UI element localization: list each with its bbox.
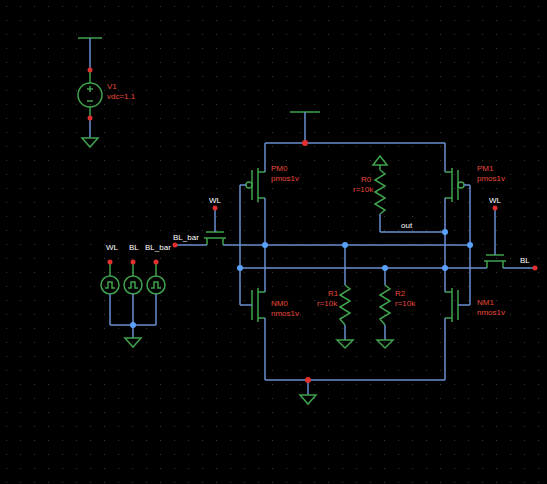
instance-name: R0 [360, 175, 372, 184]
instance-name: R2 [394, 289, 406, 298]
dc-source [78, 38, 102, 147]
pin-name: BL_bar [144, 243, 172, 252]
instance-name: PM0 [270, 164, 288, 173]
instance-name: V1 [106, 82, 118, 91]
net-name: out [400, 221, 413, 230]
pin-name: BL [519, 256, 531, 265]
instance-name: NM1 [476, 298, 495, 307]
parameter-label: vdc=1.1 [106, 92, 136, 101]
parameter-label: r=10k [316, 299, 338, 308]
instance-name: R1 [327, 289, 339, 298]
pin-name: WL [208, 196, 222, 205]
pin-name: WL [105, 243, 119, 252]
resistor-symbols [337, 156, 448, 348]
model-name: nmos1v [476, 308, 506, 317]
parameter-label: r=10k [394, 299, 416, 308]
pin-name: BL_bar [172, 233, 200, 242]
pin-name: BL [128, 243, 140, 252]
model-name: nmos1v [270, 309, 300, 318]
parameter-label: r=10k [352, 185, 374, 194]
pulse-sources [101, 260, 165, 348]
instance-name: NM0 [270, 299, 289, 308]
model-name: pmos1v [476, 174, 506, 183]
model-name: pmos1v [270, 174, 300, 183]
power-rails [265, 112, 445, 404]
instance-name: PM1 [476, 164, 494, 173]
transistors [173, 143, 538, 380]
pin-name: WL [488, 196, 502, 205]
